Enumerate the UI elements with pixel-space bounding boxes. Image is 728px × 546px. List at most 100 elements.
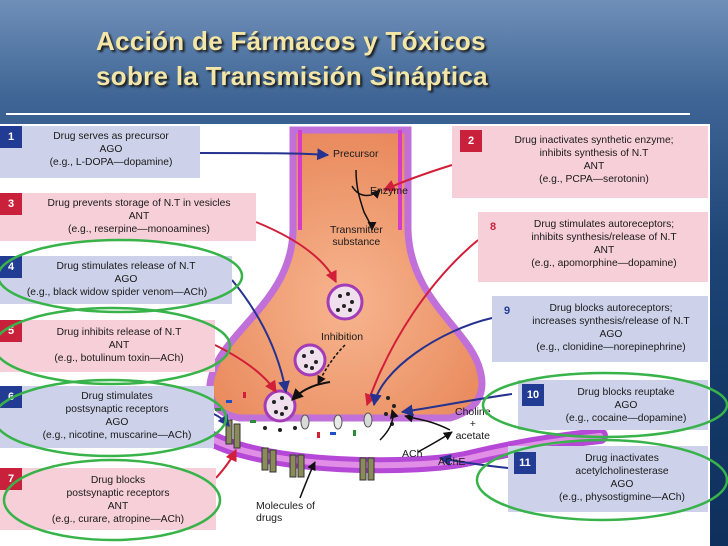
label-molecules-line-1: Molecules of [256, 500, 315, 512]
box-3: 3 Drug prevents storage of N.T in vesicl… [0, 193, 256, 241]
box-4-line-2: AGO [114, 274, 138, 285]
box-2: 2 Drug inactivates synthetic enzyme; inh… [452, 126, 708, 198]
box-1-line-2: AGO [99, 144, 123, 155]
highlight-box-6 [0, 378, 228, 458]
box-9-line-1: Drug blocks autoreceptors; [549, 303, 673, 314]
box-11-number: 11 [514, 452, 536, 474]
box-4-number: 4 [0, 256, 22, 278]
label-choline: Choline [455, 406, 491, 418]
arrow-box-3 [255, 221, 337, 284]
box-11-line-1: Drug inactivates [585, 453, 659, 464]
box-4: 4 Drug stimulates release of N.T AGO (e.… [0, 256, 232, 304]
box-9-line-3: AGO [599, 329, 623, 340]
box-3-line-3: (e.g., reserpine—monoamines) [68, 224, 210, 235]
box-9-number: 9 [496, 300, 518, 322]
box-10-number: 10 [522, 384, 544, 406]
box-2-number: 2 [460, 130, 482, 152]
drug-molecules [215, 392, 356, 438]
label-transmitter-line-2: substance [332, 236, 381, 248]
box-5-line-3: (e.g., botulinum toxin—ACh) [54, 353, 184, 364]
ache-arrow [417, 431, 453, 453]
box-6-line-4: (e.g., nicotine, muscarine—ACh) [42, 430, 192, 441]
molecules-arrow [299, 461, 316, 499]
label-transmitter-substance: Transmitter substance [330, 224, 383, 248]
arrow-box-7 [215, 448, 237, 479]
box-1-number: 1 [0, 126, 22, 148]
title-line-1: Acción de Fármacos y Tóxicos [96, 26, 486, 56]
release-arrow [291, 381, 331, 401]
inhibition-arrow [317, 344, 346, 385]
label-molecules-of-drugs: Molecules of drugs [256, 500, 315, 524]
box-11-line-2: acetylcholinesterase [575, 466, 669, 477]
highlight-box-4 [0, 238, 244, 314]
arrow-box-6 [213, 413, 230, 427]
box-1-line-3: (e.g., L-DOPA—dopamine) [49, 157, 173, 168]
box-9-line-2: increases synthesis/release of N.T [532, 316, 690, 327]
postsynaptic-receptors [225, 419, 375, 481]
slide-title: Acción de Fármacos y Tóxicos sobre la Tr… [96, 24, 616, 94]
label-transmitter-line-1: Transmitter [330, 224, 383, 236]
box-4-line-1: Drug stimulates release of N.T [56, 261, 196, 272]
label-acetate: acetate [455, 430, 491, 442]
arrow-box-4 [231, 279, 290, 394]
box-3-line-2: ANT [128, 211, 150, 222]
arrow-box-8 [364, 239, 479, 407]
box-7-number: 7 [0, 468, 22, 490]
arrow-box-10 [400, 393, 513, 417]
box-5-line-1: Drug inhibits release of N.T [56, 327, 182, 338]
choline-arrow [404, 413, 451, 431]
box-3-line-1: Drug prevents storage of N.T in vesicles [47, 198, 231, 209]
title-underline [6, 113, 690, 115]
box-3-number: 3 [0, 193, 22, 215]
box-10-line-1: Drug blocks reuptake [577, 387, 675, 398]
box-10-line-3: (e.g., cocaine—dopamine) [565, 413, 687, 424]
box-8-line-1: Drug stimulates autoreceptors; [533, 219, 675, 230]
highlight-box-7 [2, 458, 222, 542]
box-6-line-1: Drug stimulates [81, 391, 153, 402]
box-7-line-2: postsynaptic receptors [66, 488, 170, 499]
box-7-line-3: ANT [107, 501, 129, 512]
presynaptic-receptors [300, 412, 373, 430]
box-11: 11 Drug inactivates acetylcholinesterase… [508, 446, 708, 512]
label-precursor: Precursor [333, 148, 379, 160]
title-line-2: sobre la Transmisión Sináptica [96, 61, 488, 91]
label-inhibition: Inhibition [321, 331, 364, 343]
box-6-line-2: postsynaptic receptors [65, 404, 169, 415]
box-8: 8 Drug stimulates autoreceptors; inhibit… [478, 212, 708, 282]
box-2-line-2: inhibits synthesis of N.T [539, 148, 649, 159]
box-8-line-2: inhibits synthesis/release of N.T [531, 232, 677, 243]
box-8-number: 8 [482, 216, 504, 238]
box-6-line-3: AGO [105, 417, 129, 428]
arrow-box-9 [369, 317, 493, 407]
box-5: 5 Drug inhibits release of N.T ANT (e.g.… [0, 320, 215, 372]
box-7-line-4: (e.g., curare, atropine—ACh) [51, 514, 185, 525]
box-10: 10 Drug blocks reuptake AGO (e.g., cocai… [518, 380, 708, 430]
highlight-box-5 [0, 306, 232, 386]
label-choline-acetate: Choline + acetate [455, 406, 491, 442]
highlight-box-10 [481, 371, 728, 439]
label-ache: AChE [438, 456, 466, 468]
box-2-line-3: ANT [583, 161, 605, 172]
box-11-line-4: (e.g., physostigmine—ACh) [559, 492, 685, 503]
enzyme-arrow [351, 185, 381, 199]
box-2-line-4: (e.g., PCPA—serotonin) [539, 174, 649, 185]
label-plus: + [469, 418, 476, 430]
box-2-line-1: Drug inactivates synthetic enzyme; [514, 135, 674, 146]
synthesis-arrow [355, 169, 377, 231]
label-ach: ACh [402, 448, 423, 460]
label-molecules-line-2: drugs [256, 512, 283, 524]
box-11-line-3: AGO [610, 479, 634, 490]
arrow-box-2 [382, 164, 453, 191]
arrow-box-11 [438, 454, 509, 469]
box-9: 9 Drug blocks autoreceptors; increases s… [492, 296, 708, 362]
box-1: 1 Drug serves as precursor AGO (e.g., L-… [0, 126, 200, 178]
arrow-box-1 [199, 148, 330, 161]
highlight-box-11 [475, 438, 728, 522]
neurotransmitter-dots [263, 292, 396, 432]
arrow-box-5 [214, 344, 277, 394]
box-5-line-2: ANT [108, 340, 130, 351]
reuptake-arrow [379, 409, 399, 441]
box-1-line-1: Drug serves as precursor [53, 131, 169, 142]
